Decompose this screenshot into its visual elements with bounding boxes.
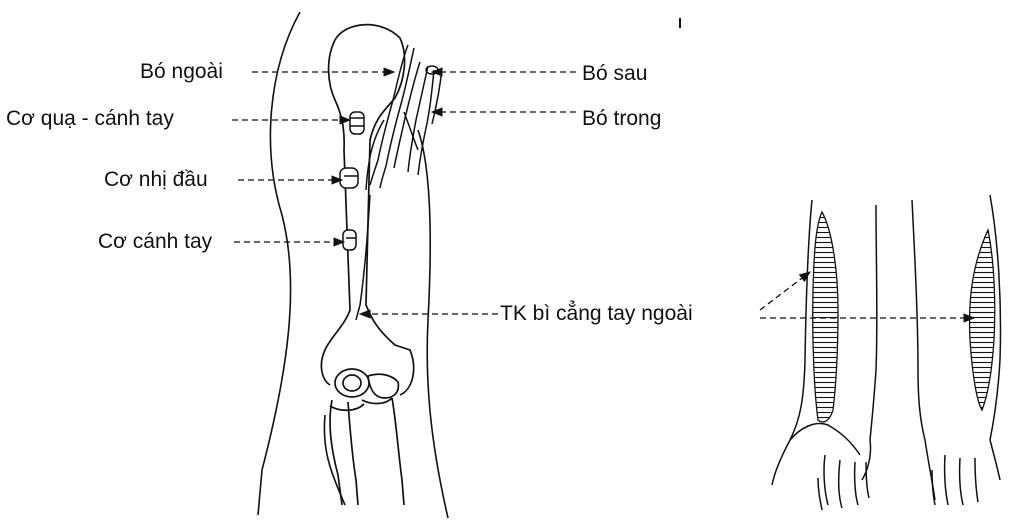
- label-bo-ngoai: Bó ngoài: [140, 60, 223, 84]
- label-bo-trong: Bó trong: [582, 107, 661, 131]
- arrow-tk-bi-up: [760, 272, 810, 310]
- label-co-canh-tay: Cơ cánh tay: [98, 230, 212, 254]
- humerus: [321, 25, 413, 505]
- arm-outline: [258, 12, 448, 518]
- label-bo-sau: Bó sau: [582, 62, 647, 86]
- label-co-qua-canh-tay: Cơ quạ - cánh tay: [6, 107, 174, 131]
- shaded-area-posterior: [970, 230, 995, 410]
- label-co-nhi-dau: Cơ nhị đầu: [104, 168, 208, 192]
- shaded-area-anterior: [813, 212, 838, 422]
- label-tk-bi-cang-tay-ngoai: TK bì cẳng tay ngoài: [500, 302, 693, 326]
